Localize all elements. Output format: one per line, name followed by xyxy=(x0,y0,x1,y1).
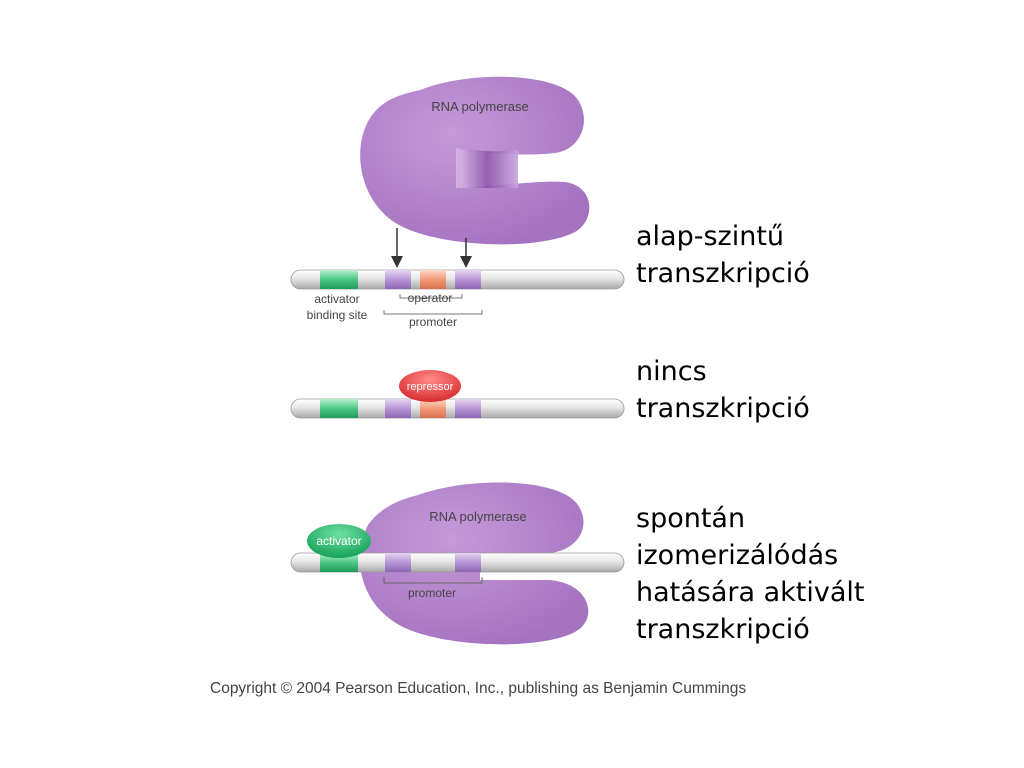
dna-strand xyxy=(290,552,625,573)
operator-bracket xyxy=(399,294,463,299)
rna-polymerase-label: RNA polymerase xyxy=(429,509,527,524)
promoter-segment xyxy=(455,399,481,418)
promoter-bracket xyxy=(383,577,483,584)
promoter-segment xyxy=(455,270,481,289)
panel-no-transcription: repressor xyxy=(290,370,625,419)
copyright-notice: Copyright © 2004 Pearson Education, Inc.… xyxy=(210,680,747,697)
dna-strand xyxy=(290,398,625,419)
promoter-segment xyxy=(385,399,411,418)
repressor-label: repressor xyxy=(407,381,454,393)
activator-binding-site xyxy=(320,270,358,289)
activator-binding-site-label: activator xyxy=(314,292,359,306)
caption-line: alap-szintű xyxy=(636,221,785,252)
operator-label: operator xyxy=(408,291,453,305)
rna-polymerase-shape xyxy=(360,76,590,245)
caption-line: transzkripció xyxy=(636,258,810,289)
promoter-segment xyxy=(455,553,481,572)
caption-line: nincs xyxy=(636,356,707,387)
rna-polymerase-label: RNA polymerase xyxy=(431,99,529,114)
caption-basal-transcription: alap-szintű transzkripció xyxy=(636,218,810,292)
operator-segment xyxy=(420,270,446,289)
operator-segment xyxy=(420,399,446,418)
promoter-bracket xyxy=(383,310,483,315)
caption-line: transzkripció xyxy=(636,614,810,645)
caption-line: hatására aktivált xyxy=(636,577,865,608)
repressor-protein xyxy=(399,370,461,402)
panel-basal-transcription: RNA polymerase activator binding site op… xyxy=(290,76,625,329)
activator-binding-site xyxy=(320,553,358,572)
panel-activated-transcription: RNA polymerase activator promoter xyxy=(290,482,625,645)
activator-binding-site-label: binding site xyxy=(307,308,368,322)
caption-no-transcription: nincs transzkripció xyxy=(636,353,810,427)
activator-binding-site xyxy=(320,399,358,418)
caption-line: transzkripció xyxy=(636,393,810,424)
caption-activated-transcription: spontán izomerizálódás hatására aktivált… xyxy=(636,500,865,648)
activator-label: activator xyxy=(316,534,361,548)
dna-strand xyxy=(290,269,625,290)
caption-line: spontán xyxy=(636,503,746,534)
promoter-segment xyxy=(385,270,411,289)
promoter-label: promoter xyxy=(409,315,457,329)
promoter-segment xyxy=(385,553,411,572)
activator-protein xyxy=(307,524,371,558)
promoter-label: promoter xyxy=(408,586,456,600)
caption-line: izomerizálódás xyxy=(636,540,839,571)
